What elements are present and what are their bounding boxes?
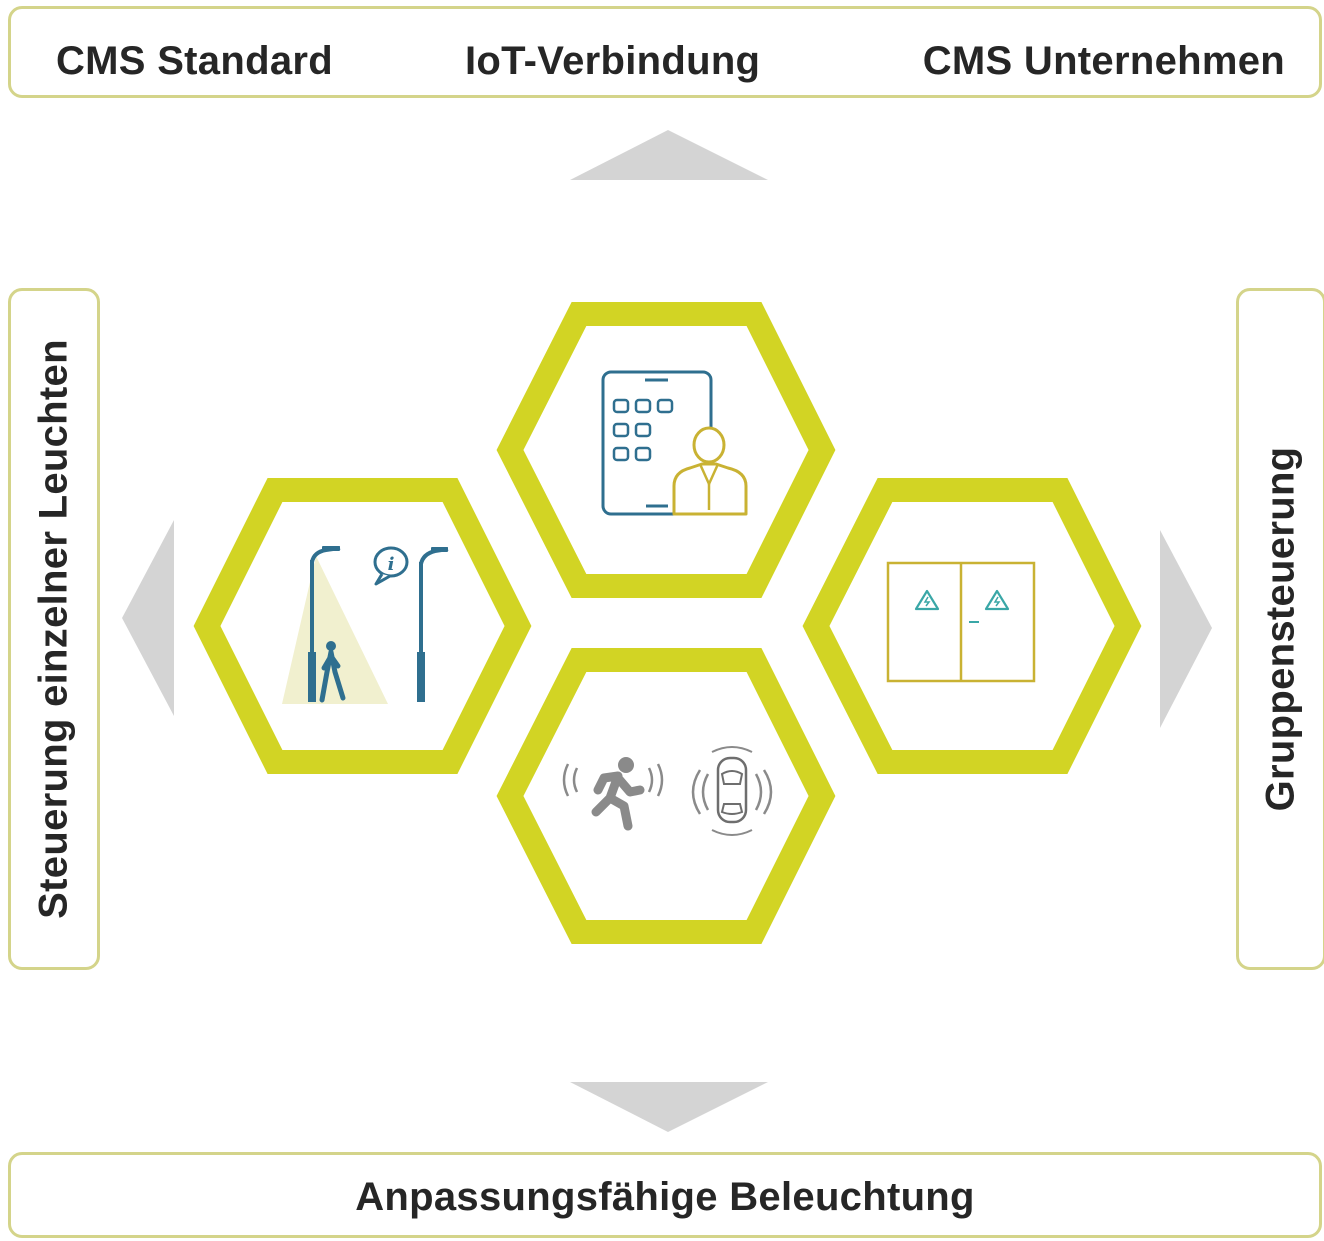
label-iot-verbindung: IoT-Verbindung (465, 39, 761, 83)
top-frame: CMS Standard IoT-Verbindung CMS Unterneh… (8, 6, 1322, 98)
streetlight-pedestrian-icon: i (282, 546, 449, 704)
svg-text:i: i (388, 554, 395, 575)
hexagon-left (193, 478, 532, 774)
label-cms-unternehmen: CMS Unternehmen (922, 39, 1285, 83)
arrow-down-icon (570, 1082, 768, 1132)
motion-sensor-icon (562, 746, 773, 836)
hexagon-right (802, 478, 1142, 774)
arrow-up-icon (570, 130, 768, 180)
arrow-right-icon (1160, 530, 1212, 728)
arrow-left-icon (122, 520, 174, 716)
hexagon-top (496, 302, 836, 598)
label-cms-standard: CMS Standard (56, 39, 333, 83)
bottom-frame: Anpassungsfähige Beleuchtung (8, 1152, 1322, 1238)
control-cabinet-icon (886, 561, 1036, 683)
hexagon-bottom (496, 648, 836, 944)
label-anpassungsfaehige-beleuchtung: Anpassungsfähige Beleuchtung (355, 1175, 975, 1219)
tablet-user-icon (601, 370, 748, 516)
right-frame: Gruppensteuerung (1236, 288, 1324, 970)
left-frame: Steuerung einzelner Leuchten (8, 288, 100, 970)
